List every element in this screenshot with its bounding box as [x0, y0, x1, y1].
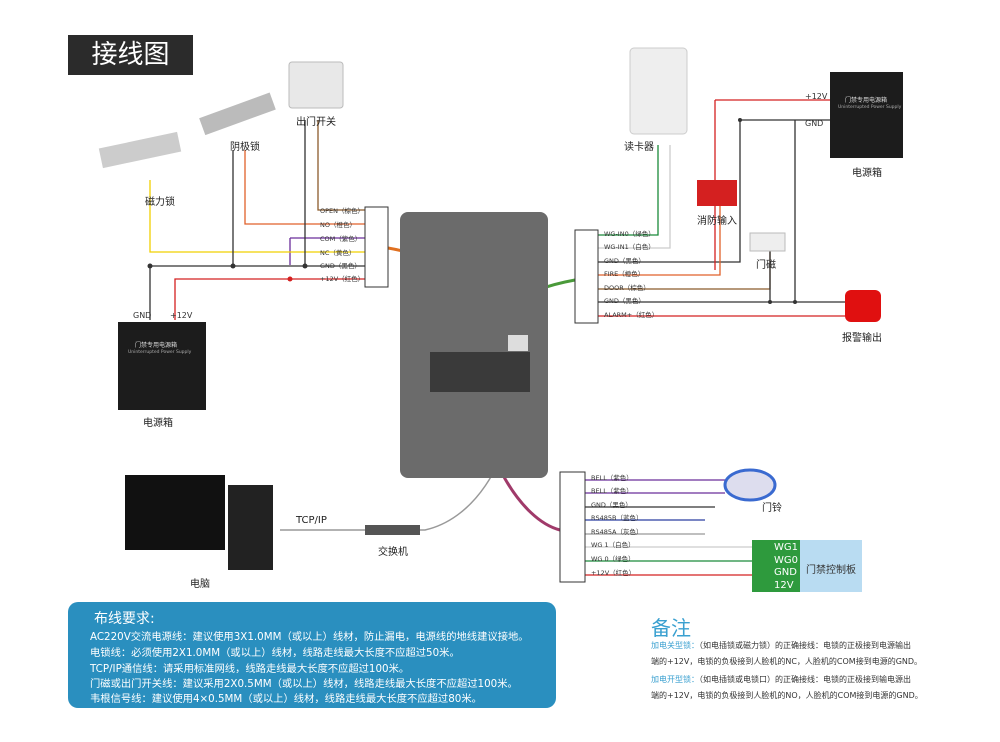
bottom-terminal-label: BELL（紫色） — [591, 474, 633, 482]
reader-image — [629, 47, 688, 135]
psu-right-gnd: GND — [805, 119, 824, 128]
wiring-line: 韦根信号线：建议使用4×0.5MM（或以上）线材，线路走线最大长度不应超过80米… — [90, 693, 482, 705]
remark-key: 加电开型锁： — [651, 675, 699, 684]
psu-left-12v: +12V — [170, 311, 193, 320]
pin-label: WG0 — [774, 554, 798, 566]
pin-label: GND — [774, 567, 797, 578]
page-title: 接线图 — [68, 35, 193, 75]
wire-fire — [598, 205, 721, 276]
wire-open — [317, 120, 365, 211]
psu-left-label: 电源箱 — [143, 418, 173, 429]
wiring-line: 门磁或出门开关线：建议采用2X0.5MM（或以上）线材，线路走线最大长度不应超过… — [90, 678, 518, 690]
right-terminal-label: ALARM+（红色） — [604, 311, 659, 319]
right-terminal-label: DOOR（棕色） — [604, 284, 650, 292]
left-terminal-label: COM（紫色） — [320, 235, 362, 243]
left-terminal-label: OPEN（棕色） — [320, 207, 365, 215]
right-terminal-label: WG-IN1（白色） — [604, 243, 655, 251]
remark-key: 加电关型锁： — [651, 641, 699, 650]
wire-gnd2 — [598, 120, 845, 303]
psu-right-face: 门禁专用电源箱 — [845, 97, 888, 104]
wiring-line: TCP/IP通信线：请采用标准网线，线路走线最大长度不应超过100米。 — [90, 663, 410, 675]
exit-button-image — [288, 61, 344, 109]
maglock-label: 磁力锁 — [145, 197, 175, 208]
right-terminal-label: GND（黑色） — [604, 257, 645, 265]
wiring-heading: 布线要求: — [94, 611, 155, 627]
wire-no — [244, 150, 365, 225]
fire-input-label: 消防输入 — [697, 216, 737, 227]
strike-label: 阴极锁 — [230, 142, 260, 153]
right-terminal-label: FIRE（橙色） — [604, 270, 645, 278]
left-terminal-label: NC（黄色） — [320, 249, 356, 257]
wire-wgin0 — [598, 145, 659, 236]
right-terminal-label: GND（黑色） — [604, 297, 645, 305]
bottom-terminal-label: BELL（紫色） — [591, 487, 633, 495]
fire-input-image — [697, 180, 737, 206]
wire-nc — [149, 180, 365, 253]
remark-a: 加电关型锁：（如电插锁或磁力锁）的正确接线：电锁的正极接到电源输出 端的+12V… — [651, 638, 922, 670]
bottom-terminal-label: GND（黑色） — [591, 501, 632, 509]
remark-text: （如电插锁或磁力锁）的正确接线：电锁的正极接到电源输出 — [699, 641, 911, 650]
wiring-line: 电锁线：必须使用2X1.0MM（或以上）线材，线路走线最大长度不应超过50米。 — [90, 647, 460, 659]
pc-label: 电脑 — [190, 579, 210, 590]
controller-pin-block — [752, 540, 800, 592]
psu-right-face-en: Uninterrupted Power Supply — [838, 105, 902, 110]
bottom-terminal-label: RS485A（灰色） — [591, 528, 643, 536]
maglock-image — [98, 131, 182, 169]
psu-left-face-en: Uninterrupted Power Supply — [128, 350, 192, 355]
switch-label: 交换机 — [378, 547, 408, 558]
controller-pins: WG1 WG0 GND 12V — [774, 542, 798, 592]
pc-monitor — [125, 475, 225, 550]
psu-left-image — [118, 322, 206, 410]
left-terminal-label: +12V（红色） — [320, 275, 365, 283]
wire-12v — [174, 278, 365, 320]
bottom-terminal-label: WG 1（白色） — [591, 541, 635, 549]
psu-right-12v: +12V — [805, 92, 828, 101]
remark-text: 端的+12V，电锁的负极接到人脸机的NC，人脸机的COM接到电源的GND。 — [651, 657, 923, 666]
bottom-terminal-label: RS485B（蓝色） — [591, 514, 643, 522]
wiring-line: AC220V交流电源线：建议使用3X1.0MM（或以上）线材，防止漏电，电源线的… — [90, 631, 529, 643]
rj45-port — [508, 335, 528, 351]
bottom-terminal-block — [559, 471, 586, 583]
wire-gnd-r — [598, 119, 830, 263]
panel-terminal-area — [430, 352, 530, 392]
left-terminal-block — [364, 206, 389, 288]
psu-left-gnd: GND — [133, 311, 152, 320]
remark-text: 端的+12V，电锁的负极接到人脸机的NO，人脸机的COM接到电源的GND。 — [651, 691, 923, 700]
switch-image — [365, 525, 420, 535]
pin-label: 12V — [774, 579, 794, 591]
alarm-label: 报警输出 — [842, 333, 882, 344]
pc-tower — [228, 485, 273, 570]
left-terminal-label: GND（黑色） — [320, 262, 361, 270]
psu-left-face: 门禁专用电源箱 — [135, 342, 178, 349]
left-terminal-label: NO（橙色） — [320, 221, 356, 229]
psu-right-label: 电源箱 — [852, 168, 882, 179]
exit-button-label: 出门开关 — [296, 117, 336, 128]
right-terminal-block — [574, 229, 599, 324]
wiring-requirements: 布线要求: AC220V交流电源线：建议使用3X1.0MM（或以上）线材，防止漏… — [68, 602, 556, 708]
remark-text: （如电插锁或电锁口）的正确接线：电锁的正极接到输电源出 — [699, 675, 911, 684]
controller-label: 门禁控制板 — [806, 565, 856, 576]
right-terminal-label: WG-IN0（绿色） — [604, 230, 655, 238]
bell-label: 门铃 — [762, 503, 782, 514]
door-sensor-image — [749, 232, 786, 252]
remark-b: 加电开型锁：（如电插锁或电锁口）的正确接线：电锁的正极接到输电源出 端的+12V… — [651, 672, 923, 704]
remarks-heading: 备注 — [651, 616, 691, 640]
tcpip-label: TCP/IP — [296, 515, 327, 526]
face-terminal-panel — [400, 212, 548, 478]
bottom-terminal-label: WG 0（绿色） — [591, 555, 635, 563]
bell-image — [723, 468, 777, 502]
psu-right-image — [830, 72, 903, 158]
bottom-terminal-label: +12V（红色） — [591, 569, 636, 577]
pin-label: WG1 — [774, 542, 798, 553]
door-sensor-label: 门磁 — [756, 260, 776, 271]
reader-label: 读卡器 — [624, 142, 654, 153]
wire-wgin1 — [598, 145, 671, 249]
strike-image — [199, 92, 276, 136]
alarm-image — [845, 290, 881, 322]
